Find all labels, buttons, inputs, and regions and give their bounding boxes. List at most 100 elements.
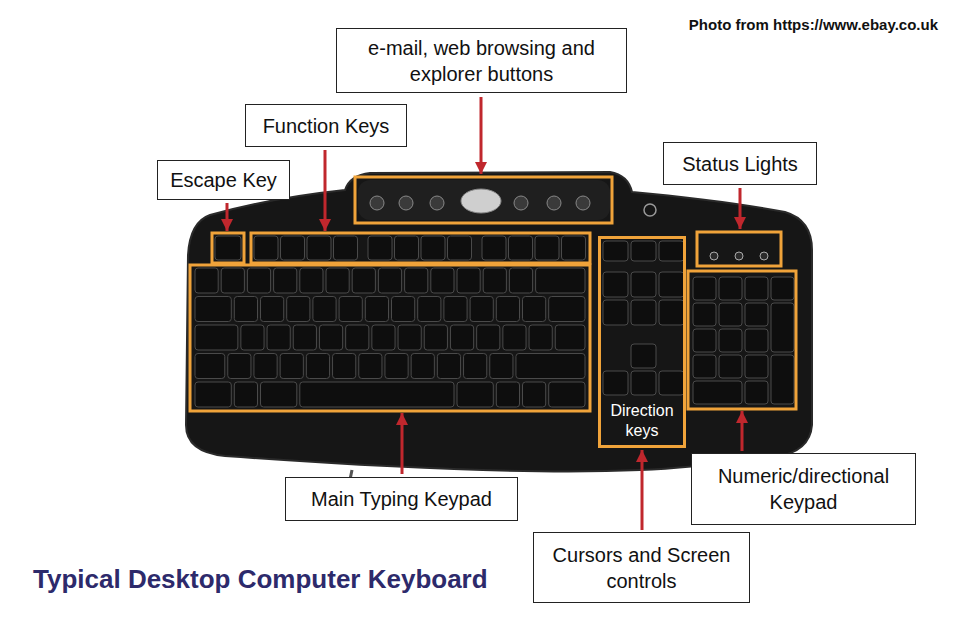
key — [261, 382, 297, 407]
key — [319, 325, 342, 350]
key — [771, 303, 794, 352]
key — [496, 297, 519, 322]
key — [195, 297, 231, 322]
callout-box: Function Keys — [245, 104, 407, 147]
key — [234, 297, 257, 322]
key — [631, 371, 656, 395]
key — [603, 241, 628, 261]
key — [421, 236, 445, 260]
key — [254, 236, 278, 260]
key — [659, 272, 684, 297]
key — [490, 354, 513, 379]
node-text: Function Keys — [263, 113, 390, 139]
key — [659, 241, 684, 261]
callout-box: e-mail, web browsing and explorer button… — [336, 28, 627, 93]
text-group: Direction keys — [603, 401, 681, 441]
key — [631, 300, 656, 325]
node-text: Cursors and Screen controls — [542, 542, 741, 594]
highlight-box — [212, 233, 244, 263]
key — [448, 236, 472, 260]
logo-mark — [644, 204, 656, 216]
key — [261, 297, 284, 322]
callout-box: Numeric/directional Keypad — [691, 453, 916, 525]
text-group: Cursors and Screen controls — [542, 542, 741, 594]
key — [215, 236, 241, 260]
key — [482, 236, 506, 260]
key — [549, 297, 585, 322]
leader-arrow — [741, 411, 744, 451]
key — [529, 325, 552, 350]
status-light — [710, 252, 718, 260]
key — [234, 382, 257, 407]
key — [307, 236, 331, 260]
media-panel — [358, 180, 610, 220]
highlight-box — [190, 265, 590, 411]
callout-box: Status Lights — [663, 142, 817, 185]
highlight-box — [688, 271, 796, 409]
key — [523, 297, 546, 322]
key — [267, 325, 290, 350]
key — [293, 325, 316, 350]
volume-wheel — [461, 189, 501, 213]
node-text: Numeric/directional Keypad — [700, 463, 907, 515]
key — [470, 297, 493, 322]
key — [195, 268, 218, 293]
key — [693, 303, 716, 326]
key — [346, 325, 369, 350]
key — [603, 300, 628, 325]
key — [659, 371, 684, 395]
media-button — [370, 196, 384, 210]
leader-arrow — [324, 150, 327, 231]
leader-arrow — [739, 188, 742, 229]
key — [745, 277, 768, 300]
key — [719, 329, 742, 352]
key — [372, 325, 395, 350]
key — [334, 236, 358, 260]
key — [368, 236, 392, 260]
leader-arrow — [226, 203, 229, 231]
key — [555, 325, 585, 350]
key — [287, 297, 310, 322]
node-text: Status Lights — [682, 151, 798, 177]
media-button — [547, 196, 561, 210]
key — [228, 354, 251, 379]
media-button — [576, 196, 590, 210]
leader-arrow — [401, 413, 404, 474]
key — [693, 329, 716, 352]
key — [313, 297, 336, 322]
key — [483, 268, 506, 293]
key — [398, 325, 421, 350]
key — [719, 355, 742, 378]
key — [603, 371, 628, 395]
status-light — [735, 252, 743, 260]
key — [418, 297, 441, 322]
key — [395, 236, 419, 260]
node-text: e-mail, web browsing and explorer button… — [345, 35, 618, 87]
key — [392, 297, 415, 322]
key — [693, 277, 716, 300]
key — [241, 325, 264, 350]
key — [523, 382, 546, 407]
highlight-region: Direction keys — [598, 236, 686, 448]
highlight-box — [355, 177, 612, 223]
key — [603, 272, 628, 297]
callout-box: Escape Key — [157, 160, 290, 200]
key — [464, 354, 487, 379]
key — [509, 268, 532, 293]
key — [437, 354, 460, 379]
key — [693, 355, 716, 378]
key — [477, 325, 500, 350]
key — [221, 268, 244, 293]
key — [631, 241, 656, 261]
key — [274, 268, 297, 293]
connector-arrow — [641, 450, 644, 530]
key — [535, 236, 559, 260]
key — [195, 354, 225, 379]
key — [385, 354, 408, 379]
key — [411, 354, 434, 379]
key — [365, 297, 388, 322]
key — [359, 354, 382, 379]
text-group: Escape Key — [170, 167, 277, 193]
key — [536, 268, 585, 293]
key — [496, 382, 519, 407]
